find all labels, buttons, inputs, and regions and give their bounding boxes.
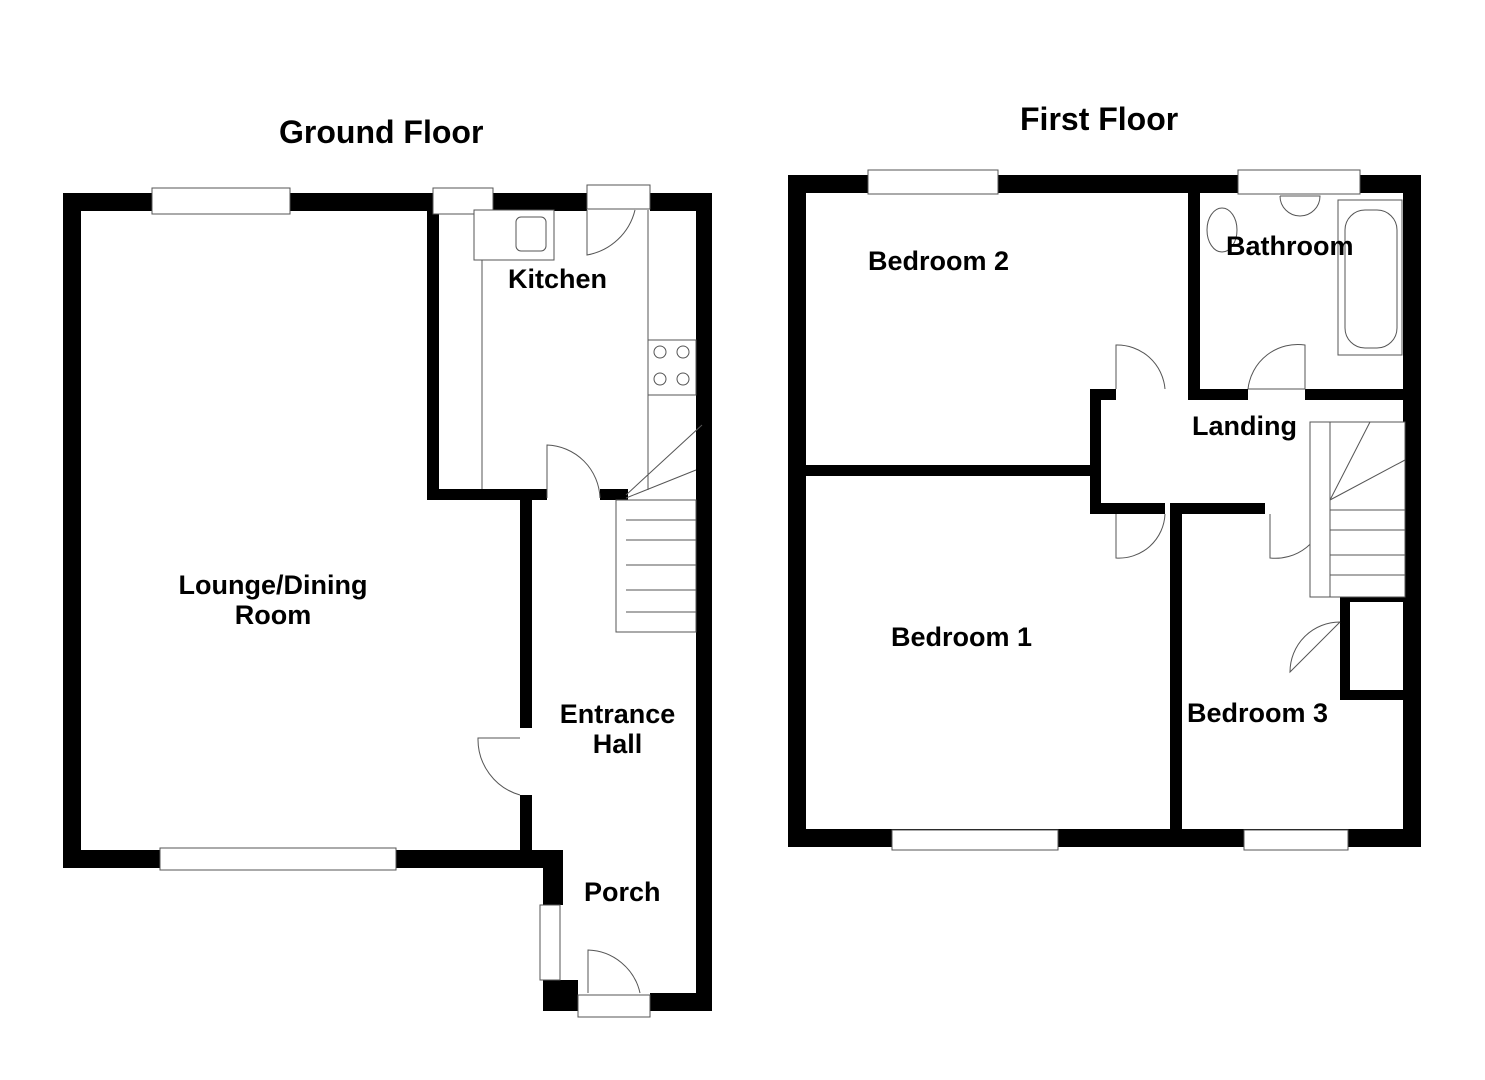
room-bedroom-1: Bedroom 1 [891, 622, 1033, 652]
room-lounge-label-line2: Room [234, 600, 312, 630]
room-lounge-label-line1: Lounge/Dining [178, 570, 368, 600]
first-floor-fixtures [867, 169, 1406, 851]
room-bedroom-3: Bedroom 3 [1187, 698, 1329, 728]
room-kitchen: Kitchen [508, 264, 608, 294]
room-porch: Porch [584, 877, 661, 907]
ground-floor-fixtures [151, 184, 703, 1018]
room-hall-label-line2: Hall [592, 729, 643, 759]
room-entrance-hall: Entrance Hall [550, 699, 685, 759]
room-hall-label-line1: Entrance [559, 699, 676, 729]
first-floor-title: First Floor [1020, 101, 1179, 137]
room-bedroom-2: Bedroom 2 [868, 246, 1010, 276]
room-bathroom: Bathroom [1226, 231, 1354, 261]
room-landing: Landing [1192, 411, 1297, 441]
ground-floor-title: Ground Floor [279, 114, 484, 150]
room-lounge-dining: Lounge/Dining Room [165, 570, 381, 630]
